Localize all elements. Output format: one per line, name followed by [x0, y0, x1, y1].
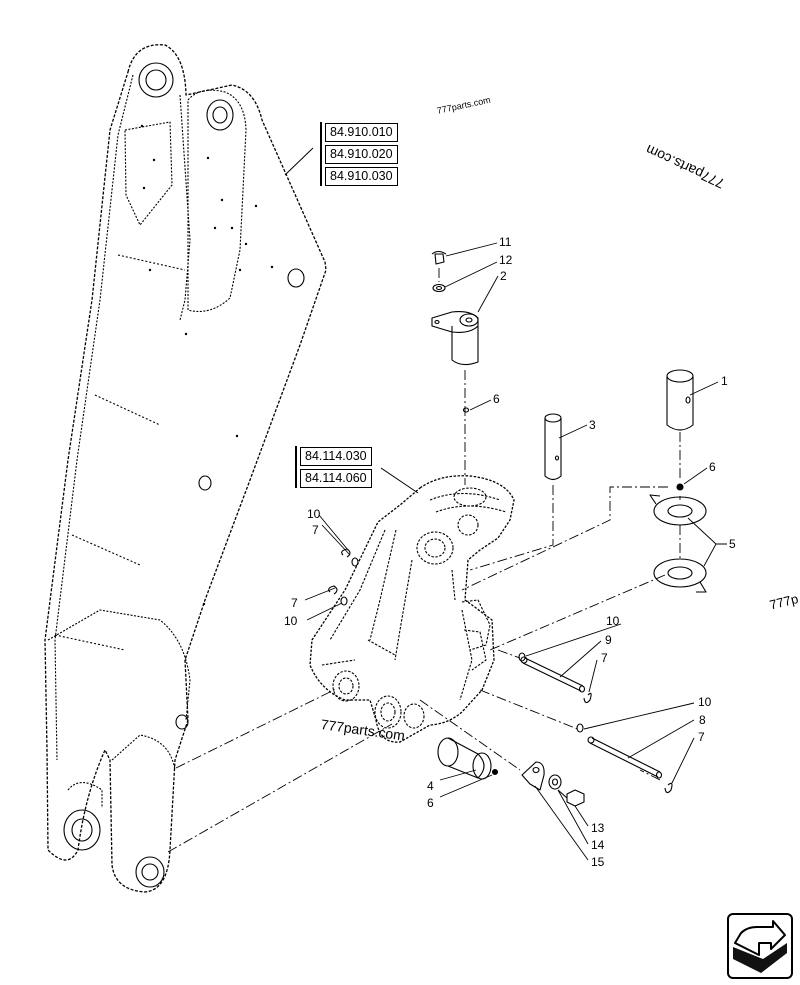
callout-7: 7 [312, 523, 319, 537]
ring-10 [340, 557, 584, 733]
callout-14: 14 [591, 838, 605, 852]
arrow-icon [727, 913, 793, 979]
reference-link-boom-3[interactable]: 84.910.030 [325, 167, 398, 186]
callout-2: 2 [500, 269, 507, 283]
fitting-6 [462, 407, 684, 491]
callout-8: 8 [699, 713, 706, 727]
mount-reference-group [295, 446, 297, 488]
callout-10: 10 [307, 507, 321, 521]
pin-3 [544, 413, 562, 481]
callout-10: 10 [698, 695, 712, 709]
callout-5: 5 [729, 537, 736, 551]
callout-13: 13 [591, 821, 605, 835]
pin-2 [431, 311, 479, 366]
reference-link-mount-1[interactable]: 84.114.030 [300, 447, 372, 466]
bolt-11 [431, 250, 447, 265]
callout-7: 7 [601, 651, 608, 665]
callout-7: 7 [698, 730, 705, 744]
callout-6: 6 [427, 796, 434, 810]
reference-link-boom-1[interactable]: 84.910.010 [325, 123, 398, 142]
washer-5-upper [649, 494, 707, 526]
boom-reference-group [320, 122, 322, 186]
callout-10: 10 [606, 614, 620, 628]
washer-12 [432, 283, 446, 293]
callout-12: 12 [499, 253, 513, 267]
callout-15: 15 [591, 855, 605, 869]
boom-arm [44, 44, 393, 893]
plate-15 [521, 761, 545, 791]
washer-14 [548, 774, 562, 790]
reference-link-mount-2[interactable]: 84.114.060 [300, 469, 372, 488]
reference-link-boom-2[interactable]: 84.910.020 [325, 145, 398, 164]
callout-7: 7 [291, 596, 298, 610]
swing-mount-bracket [309, 475, 515, 743]
pin-8 [587, 736, 663, 779]
callout-11: 11 [499, 235, 512, 249]
washer-5-lower [653, 558, 707, 593]
callout-1: 1 [721, 374, 728, 388]
bolt-13 [557, 789, 585, 807]
callout-9: 9 [605, 633, 612, 647]
bushing-4 [437, 737, 499, 780]
next-page-arrow-icon[interactable] [727, 913, 793, 979]
callout-4: 4 [427, 779, 434, 793]
callout-3: 3 [589, 418, 596, 432]
callout-10: 10 [284, 614, 298, 628]
pin-1 [666, 369, 694, 431]
pin-9 [520, 656, 586, 693]
callout-6: 6 [709, 460, 716, 474]
callout-6: 6 [493, 392, 500, 406]
